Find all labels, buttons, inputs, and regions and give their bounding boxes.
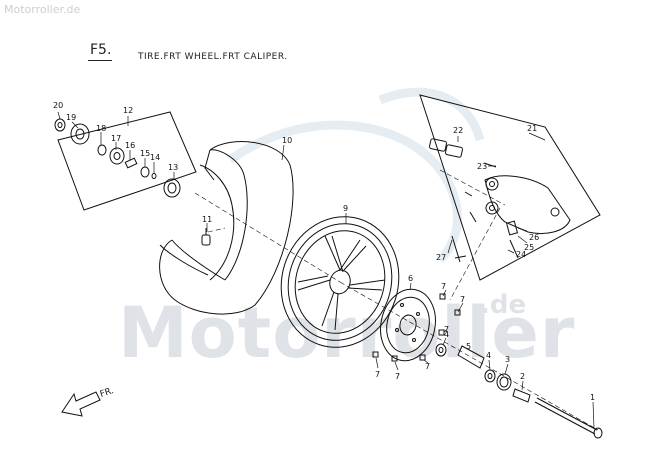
callout-7-c: 7 <box>444 325 449 334</box>
callout-11: 11 <box>202 215 212 224</box>
watermark-logo: Motorroller <box>118 292 576 374</box>
figure-title: TIRE.FRT WHEEL.FRT CALIPER. <box>138 52 288 62</box>
callout-6: 6 <box>408 274 413 283</box>
callout-14: 14 <box>150 153 160 162</box>
callout-7-d: 7 <box>375 370 380 379</box>
caliper-group <box>419 94 601 281</box>
front-axle <box>534 397 603 439</box>
exploded-centre-lines <box>194 169 599 431</box>
callout-7-b: 7 <box>460 295 465 304</box>
callout-4-b: 4 <box>486 351 491 360</box>
callout-10: 10 <box>282 136 292 145</box>
axle-nut <box>54 118 66 132</box>
callout-27: 27 <box>436 253 446 262</box>
watermark-site: Motorroller.de <box>4 3 81 16</box>
tire <box>159 141 294 315</box>
figure-code-underline <box>88 60 112 61</box>
callout-4-a: 4 <box>444 330 449 339</box>
tire-valve <box>201 228 211 246</box>
callout-25: 25 <box>524 243 534 252</box>
callout-19: 19 <box>66 113 76 122</box>
callout-20: 20 <box>53 101 63 110</box>
callout-9: 9 <box>343 204 348 213</box>
callout-23: 23 <box>477 162 487 171</box>
hub-bearing-group <box>57 111 197 211</box>
spacers-and-bearings <box>435 343 531 403</box>
callout-5: 5 <box>466 342 471 351</box>
callout-24: 24 <box>516 250 526 259</box>
callout-12: 12 <box>123 106 133 115</box>
callout-26: 26 <box>529 233 539 242</box>
callout-2: 2 <box>520 372 525 381</box>
callout-17: 17 <box>111 134 121 143</box>
callout-1: 1 <box>590 393 595 402</box>
callout-15: 15 <box>140 149 150 158</box>
callout-13: 13 <box>168 163 178 172</box>
callout-7-f: 7 <box>425 362 430 371</box>
front-direction-arrow <box>61 391 101 417</box>
callout-7-e: 7 <box>395 372 400 381</box>
watermark-swoosh <box>227 87 485 264</box>
leader-lines <box>57 111 595 429</box>
figure-code: F5. <box>90 42 112 58</box>
disc-bolts <box>372 293 461 362</box>
callout-3: 3 <box>505 355 510 364</box>
brake-disc <box>380 288 436 362</box>
callout-numbers: 20 19 12 18 17 16 15 14 13 10 11 9 21 22… <box>53 101 595 402</box>
callout-7-a: 7 <box>441 282 446 291</box>
callout-18: 18 <box>96 124 106 133</box>
watermark-suffix: .de <box>480 290 527 320</box>
callout-21: 21 <box>527 124 537 133</box>
callout-16: 16 <box>125 141 135 150</box>
wheel-rim <box>280 216 400 348</box>
callout-22: 22 <box>453 126 463 135</box>
